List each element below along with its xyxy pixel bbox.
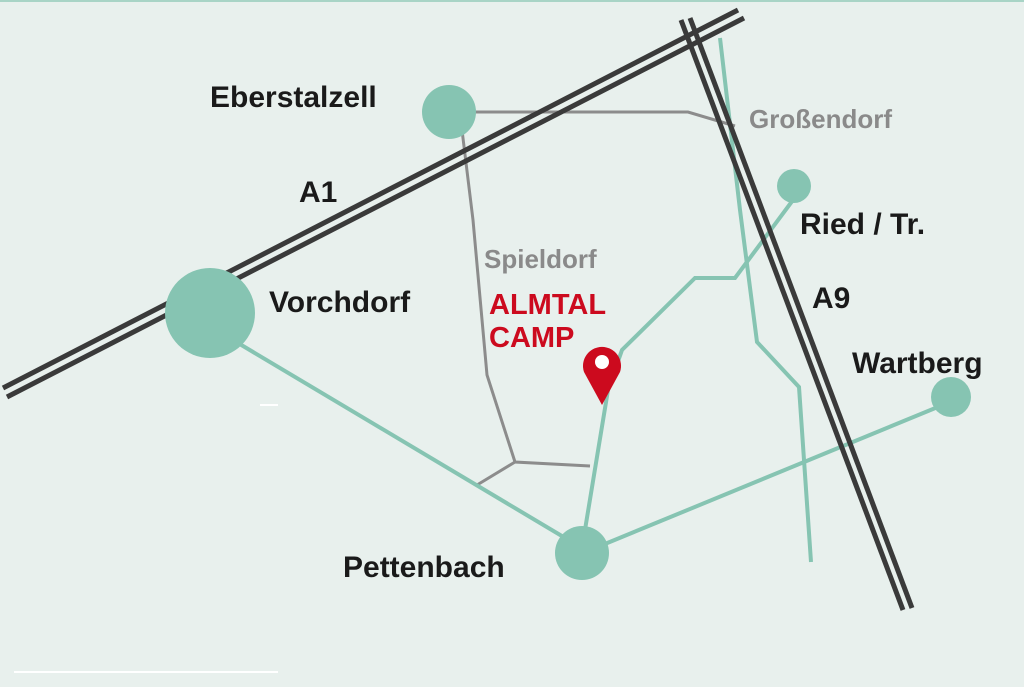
road-pettenbach-wartberg	[599, 400, 951, 548]
town-label-ried: Ried / Tr.	[800, 208, 925, 241]
village-label-spieldorf: Spieldorf	[484, 244, 597, 274]
motorway-a1	[1, 7, 746, 400]
town-dot-ried	[777, 169, 811, 203]
destination-label-line1: ALMTAL	[489, 289, 606, 321]
town-label-pettenbach: Pettenbach	[343, 551, 505, 584]
town-dot-eberstalzell	[422, 85, 476, 139]
motorway-a9	[678, 17, 915, 611]
town-dot-wartberg	[931, 377, 971, 417]
town-label-eberstalzell: Eberstalzell	[210, 81, 377, 114]
town-dot-vorchdorf	[165, 268, 255, 358]
map-pin-icon	[583, 346, 621, 405]
road-vorchdorf-pettenbach	[236, 341, 584, 550]
town-label-wartberg: Wartberg	[852, 347, 983, 380]
motorway-label-a1: A1	[299, 176, 337, 209]
village-label-grossendorf: Großendorf	[749, 104, 892, 134]
road-pettenbach-ried	[580, 198, 795, 549]
road-spieldorf-connector	[476, 460, 516, 487]
motorway-label-a9: A9	[812, 282, 850, 315]
road-eberstalzell-spieldorf	[460, 129, 591, 468]
town-dot-pettenbach	[555, 526, 609, 580]
destination-label-line2: CAMP	[489, 322, 574, 354]
town-label-vorchdorf: Vorchdorf	[269, 286, 411, 319]
